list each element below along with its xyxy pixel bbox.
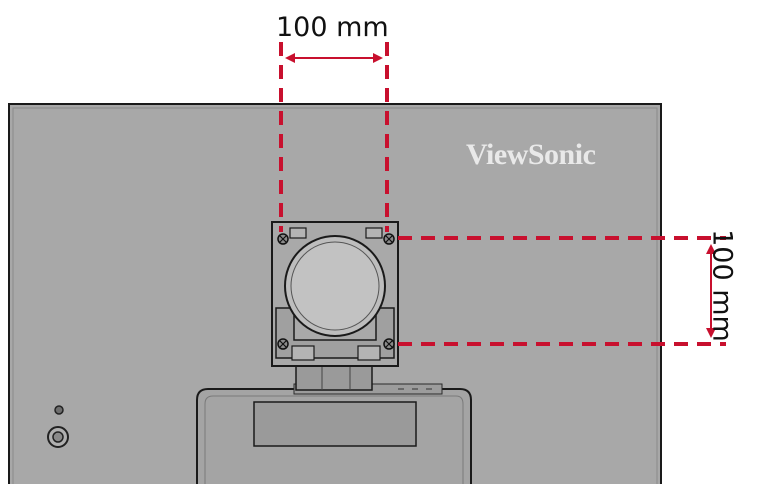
stand-inner-outline	[204, 395, 464, 484]
screw-bottom-right-icon	[383, 338, 395, 350]
port-recess	[253, 401, 417, 447]
horizontal-dimension-label: 100 mm	[276, 12, 389, 43]
monitor-panel-inner-edge	[12, 107, 658, 484]
mount-clip-left	[291, 345, 315, 361]
mount-neck	[295, 363, 373, 391]
mount-top-tab-left	[289, 227, 307, 239]
side-buttons	[47, 405, 69, 448]
brand-logo: ViewSonic	[466, 138, 596, 171]
screw-bottom-left-icon	[277, 338, 289, 350]
vesa-mount-plate	[271, 221, 399, 367]
mount-clip-right	[357, 345, 381, 361]
stand-base	[196, 383, 472, 484]
dimension-guides	[279, 42, 726, 346]
screw-top-right-icon	[383, 233, 395, 245]
mount-round-hub-inner	[290, 241, 380, 331]
mount-top-tab-right	[365, 227, 383, 239]
power-jack-inner-icon	[52, 431, 64, 443]
small-button-icon	[54, 405, 64, 415]
vertical-dimension-label: 100 mm	[706, 229, 738, 342]
screw-top-left-icon	[277, 233, 289, 245]
